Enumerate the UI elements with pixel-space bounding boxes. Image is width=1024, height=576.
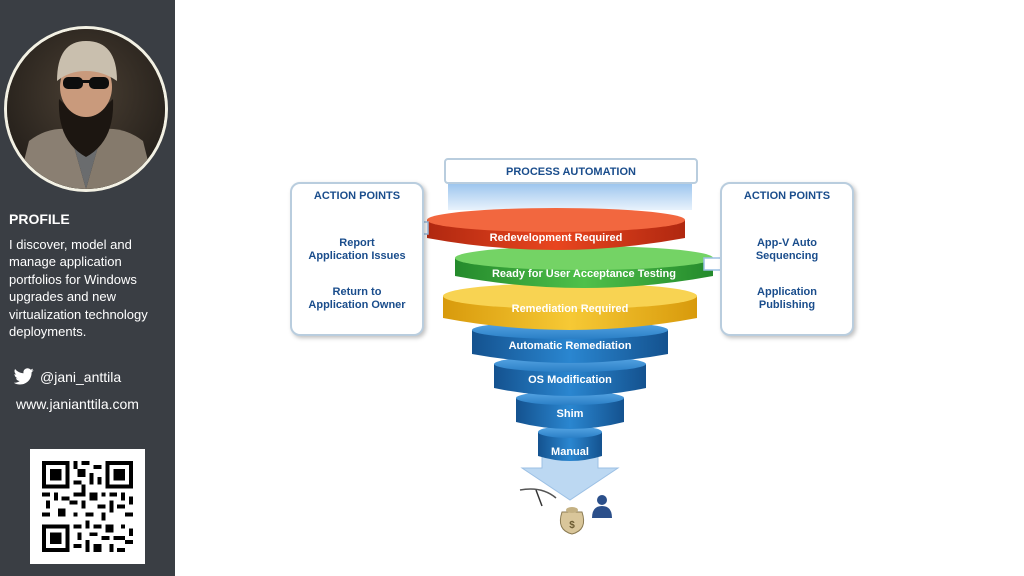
qr-code-image xyxy=(30,449,145,564)
layer-uat: Ready for User Acceptance Testing xyxy=(491,268,676,280)
twitter-handle: @jani_anttila xyxy=(40,368,122,385)
profile-description: I discover, model and manage application… xyxy=(9,237,148,340)
layer-os-modification: OS Modification xyxy=(528,374,612,386)
qr-code xyxy=(30,449,145,564)
application-publishing-label: Application Publishing xyxy=(757,286,817,311)
report-issues-label: Report Application Issues xyxy=(308,237,406,262)
process-automation-box: PROCESS AUTOMATION xyxy=(444,158,698,184)
layer-automatic-remediation: Automatic Remediation xyxy=(508,340,632,352)
appv-sequencing-label: App-V Auto Sequencing xyxy=(755,237,819,262)
action-points-left: ACTION POINTS Report Application Issues … xyxy=(290,182,424,336)
layer-shim: Shim xyxy=(556,408,584,420)
action-points-right-title: ACTION POINTS xyxy=(743,190,831,202)
action-points-left-title: ACTION POINTS xyxy=(313,190,401,202)
return-owner-label: Return to Application Owner xyxy=(308,286,406,311)
process-automation-title: PROCESS AUTOMATION xyxy=(506,166,636,178)
twitter-link[interactable]: @jani_anttila xyxy=(14,368,121,385)
profile-sidebar: PROFILE I discover, model and manage app… xyxy=(0,0,175,576)
layer-remediation: Remediation Required xyxy=(511,303,629,315)
layer-redevelopment: Redevelopment Required xyxy=(489,232,623,244)
svg-text:$: $ xyxy=(569,520,575,531)
website-link[interactable]: www.janianttila.com xyxy=(16,396,139,412)
profile-title: PROFILE xyxy=(9,211,70,227)
avatar-photo xyxy=(7,29,165,189)
layer-manual: Manual xyxy=(551,446,589,458)
funnel-graphic: $ xyxy=(396,184,742,535)
user-icon xyxy=(592,495,612,518)
action-points-right: ACTION POINTS App-V Auto Sequencing Appl… xyxy=(720,182,854,336)
money-bag-icon: $ xyxy=(559,507,585,535)
twitter-icon xyxy=(14,368,34,385)
process-automation-diagram: $ PROCESS AUTOMATION ACTION POINTS Repor… xyxy=(280,150,870,550)
avatar xyxy=(4,26,168,192)
gauge-icon xyxy=(519,488,557,507)
